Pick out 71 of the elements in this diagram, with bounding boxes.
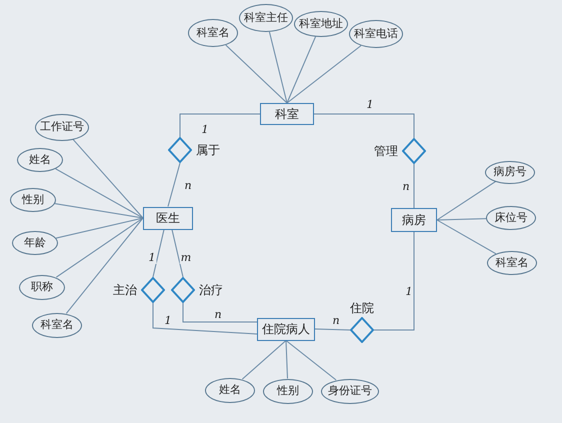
attribute-name: 科室地址 <box>299 17 343 31</box>
attribute-ellipse <box>32 312 82 338</box>
connector-line <box>286 340 337 381</box>
attribute-name: 科室名 <box>196 26 230 40</box>
attribute-name: 职称 <box>31 280 53 294</box>
attribute-ellipse <box>485 160 535 184</box>
attribute-ellipse <box>17 148 63 172</box>
connector-line <box>225 44 288 104</box>
attribute-name: 工作证号 <box>40 120 84 134</box>
attribute-name: 年龄 <box>24 236 46 250</box>
connector-line <box>54 203 144 218</box>
attribute-name: 姓名 <box>29 153 51 167</box>
connector-line <box>172 229 184 278</box>
entity-name: 科室 <box>275 106 299 122</box>
entity-name: 住院病人 <box>262 322 310 336</box>
connector-line <box>55 168 144 218</box>
attribute-name: 科室名 <box>496 256 528 270</box>
connector-line <box>56 218 144 278</box>
attribute-ellipse <box>349 20 403 48</box>
connector-line <box>286 36 316 104</box>
connector-line <box>152 302 258 334</box>
connector-line <box>72 138 144 218</box>
attribute-ellipse <box>487 251 537 275</box>
attribute-ellipse <box>239 4 293 32</box>
connector-line <box>268 31 288 104</box>
attribute-name: 床位号 <box>494 211 528 225</box>
attribute-name: 身份证号 <box>328 384 372 398</box>
relationship-name: 住院 <box>350 300 374 315</box>
connector-line <box>436 180 496 220</box>
connector-line <box>182 302 258 322</box>
attribute-name: 病房号 <box>494 165 526 179</box>
attribute-ellipse <box>263 378 313 404</box>
attribute-ellipse <box>35 114 89 140</box>
attribute-ellipse <box>294 11 348 37</box>
attribute-name: 科室主任 <box>244 11 288 25</box>
connector-line <box>314 328 350 330</box>
attribute-name: 性别 <box>277 384 299 398</box>
attribute-ellipse <box>321 378 379 404</box>
entity-box <box>257 318 315 340</box>
connector-line <box>168 162 180 207</box>
relationship-name: 主治 <box>113 282 137 298</box>
entity-box <box>260 103 314 125</box>
attribute-name: 科室名 <box>40 318 74 332</box>
attribute-ellipse <box>10 188 56 212</box>
connector-line <box>374 232 414 330</box>
entity-name: 病房 <box>402 212 426 228</box>
connector-line <box>436 220 496 254</box>
connector-line <box>152 229 164 278</box>
entity-box <box>143 206 193 230</box>
cardinality-label: 1 <box>148 252 156 264</box>
connector-line <box>314 114 414 138</box>
attribute-ellipse <box>19 274 65 300</box>
connector-line <box>286 45 362 104</box>
connector-line <box>180 114 260 138</box>
connector-line <box>436 218 487 220</box>
connector-line <box>286 340 288 379</box>
entity-name: 医生 <box>156 210 180 226</box>
entity-box <box>391 208 437 232</box>
attribute-ellipse <box>188 19 238 47</box>
attribute-ellipse <box>12 231 58 255</box>
attribute-ellipse <box>205 378 255 402</box>
connector-line <box>66 218 144 314</box>
attribute-name: 姓名 <box>219 383 241 397</box>
attribute-name: 科室电话 <box>354 27 398 41</box>
relationship-name: 治疗 <box>199 282 223 298</box>
connector-line <box>56 218 144 239</box>
relationship-name: 管理 <box>374 144 398 158</box>
connector-line <box>242 340 286 380</box>
attribute-ellipse <box>486 206 536 230</box>
attribute-name: 性别 <box>22 193 44 207</box>
relationship-name: 属于 <box>196 142 220 158</box>
